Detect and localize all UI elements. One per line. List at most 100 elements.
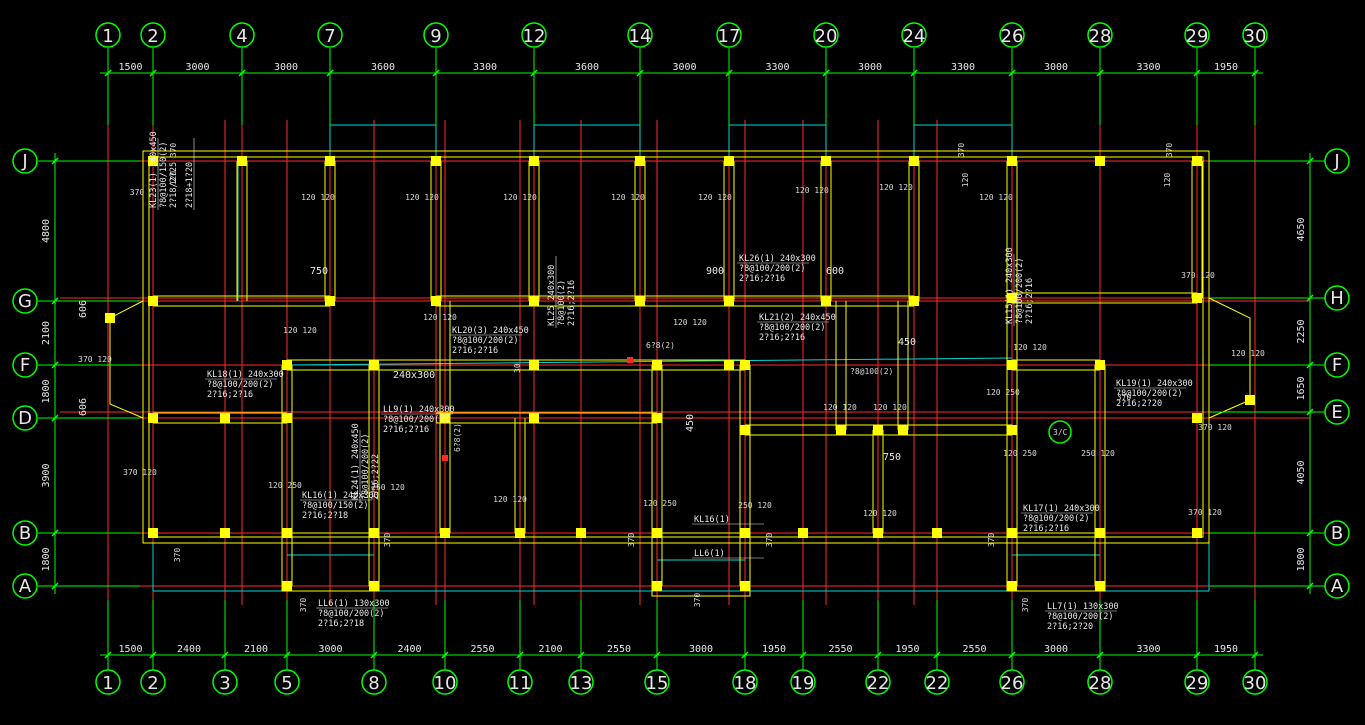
wall-thickness-label: 120 250: [268, 481, 302, 490]
column-square: [909, 156, 919, 166]
beam-annotation-line: 2?18/2?25: [169, 162, 179, 208]
axis-label-left: D: [18, 408, 32, 429]
outer-wall-inner: [148, 156, 1204, 538]
beam-annotation-line: ?8@100/200(2): [383, 415, 450, 425]
dim-tick-top: [822, 69, 830, 77]
column-square: [237, 156, 247, 166]
dim-value-top: 3000: [672, 62, 696, 73]
beam-annotation: KL20(3) 240x450?8@100/200(2)2?16;2?16: [450, 326, 529, 356]
wing-right: [1006, 532, 1106, 592]
axis-bubble-top: [317, 22, 343, 48]
axis-bubble-top: [901, 22, 927, 48]
beam-annotation-line: 2?16;2?20: [1047, 622, 1093, 632]
dim-tick-top: [530, 69, 538, 77]
axis-bubble-top: [95, 22, 121, 48]
wall-thickness-label: 120 120: [873, 403, 907, 412]
dim-value-left: 2100: [41, 321, 52, 345]
beam-annotation-line: ?8@100/200(2): [1047, 612, 1114, 622]
axis-label-right: B: [1331, 523, 1343, 544]
beam-annotation-line: ?8@100/200(2): [1015, 257, 1025, 324]
dim-tick-bottom: [1251, 651, 1259, 659]
beam-annotation-line: 2?16;2?16: [1023, 524, 1069, 534]
column-square: [1007, 293, 1017, 303]
column-square: [148, 413, 158, 423]
dim-tick-bottom: [104, 651, 112, 659]
dim-tick-bottom: [149, 651, 157, 659]
wing-mid: [651, 532, 751, 597]
dim-tick-left: [51, 157, 59, 165]
dim-value-top: 3000: [185, 62, 209, 73]
dim-tick-top: [910, 69, 918, 77]
column-square: [1245, 395, 1255, 405]
beam-annotation-line: KL17(1) 240x300: [1023, 504, 1100, 514]
axis-bubble-left: [12, 405, 38, 431]
beam-annotation: LL6(1) 130x300?8@100/200(2)2?16;2?18: [316, 599, 390, 629]
wall-thickness-label: 250 120: [1081, 449, 1115, 458]
column-square: [1007, 581, 1017, 591]
beam-annotation: KL25 240x300?8@100(2)2?16;2?16: [547, 256, 577, 328]
column-square: [1192, 413, 1202, 423]
column-square: [529, 296, 539, 306]
beam-annotation-line: 2?16;2?18: [302, 511, 348, 521]
label-6r8-top: 6?8(2): [646, 341, 675, 350]
beam-annotation-line: LL9(1) 240x300: [383, 405, 455, 415]
dim-tick-bottom: [221, 651, 229, 659]
axis-bubble-bottom: [140, 669, 166, 695]
beam-annotation-line: ?8@100(2): [557, 280, 567, 326]
beam-annotation-line: LL7(1) 130x300: [1047, 602, 1119, 612]
wall-thickness-label: 250 120: [738, 501, 772, 510]
column-square: [369, 528, 379, 538]
axis-bubble-top: [716, 22, 742, 48]
column-square: [652, 528, 662, 538]
column-square: [440, 528, 450, 538]
label-606-top: 606: [78, 300, 89, 318]
axis-bubble-bottom: [1087, 669, 1113, 695]
axis-label-top: 29: [1186, 26, 1209, 47]
dim-value-left: 1800: [41, 379, 52, 403]
dim-tick-bottom: [799, 651, 807, 659]
axis-label-right: E: [1331, 402, 1342, 423]
dim-value-bottom: 2550: [607, 644, 631, 655]
beam-annotation: KL17(1) 240x300?8@100/200(2)2?16;2?16: [1021, 504, 1100, 534]
dim-tick-top: [1193, 69, 1201, 77]
beam-annotation: LL7(1) 130x300?8@100/200(2)2?16;2?20: [1045, 602, 1119, 632]
beam-annotation-line: 2?16;2?16: [739, 274, 785, 284]
axis-label-top: 4: [236, 26, 247, 47]
dim-value-bottom: 2400: [397, 644, 421, 655]
dim-tick-left: [51, 414, 59, 422]
axis-bubble-bottom: [999, 669, 1025, 695]
beam-annotation: KL26(1) 240x300?8@100/200(2)2?16;2?16: [737, 254, 816, 284]
axis-bubble-top: [521, 22, 547, 48]
column-square: [740, 360, 750, 370]
wall-thickness-label: 370: [1117, 393, 1132, 402]
axis-bubble-right: [1324, 573, 1350, 599]
column-square: [635, 296, 645, 306]
wall-thickness-label: 120 120: [283, 326, 317, 335]
dim-tick-bottom: [441, 651, 449, 659]
column-square: [282, 528, 292, 538]
column-square: [220, 528, 230, 538]
axis-bubble-top: [1184, 22, 1210, 48]
dim-tick-top: [1008, 69, 1016, 77]
axis-label-bottom: 18: [734, 673, 757, 694]
wall-thickness-label: 370 120: [123, 468, 157, 477]
axis-bubble-right: [1324, 399, 1350, 425]
wall-thickness-label: 120 120: [611, 193, 645, 202]
column-square: [220, 413, 230, 423]
column-square: [282, 581, 292, 591]
wall-thickness-label: 120 120: [879, 183, 913, 192]
axis-bubble-top: [140, 22, 166, 48]
beam-annotation: KL19(1) 240x300?8@100/200(2)2?16;2?20: [1114, 379, 1193, 409]
axis-label-top: 20: [815, 26, 838, 47]
axis-bubble-left: [12, 573, 38, 599]
beam-annotation-line: ?8@100/200(2): [1023, 514, 1090, 524]
dim-value-bottom: 3000: [689, 644, 713, 655]
beam-annotation-line: KL26(1) 240x300: [739, 254, 816, 264]
misc-labels: 750 750 900 600 450 450 606 606 240x300 …: [78, 266, 1072, 463]
column-square: [325, 296, 335, 306]
axis-bubble-right: [1324, 285, 1350, 311]
beam-annotation: KL24(1) 240x450?8@100/200(2)2?16;2?22: [351, 423, 381, 502]
column-square: [529, 413, 539, 423]
wall-thickness-label: 120 120: [301, 193, 335, 202]
